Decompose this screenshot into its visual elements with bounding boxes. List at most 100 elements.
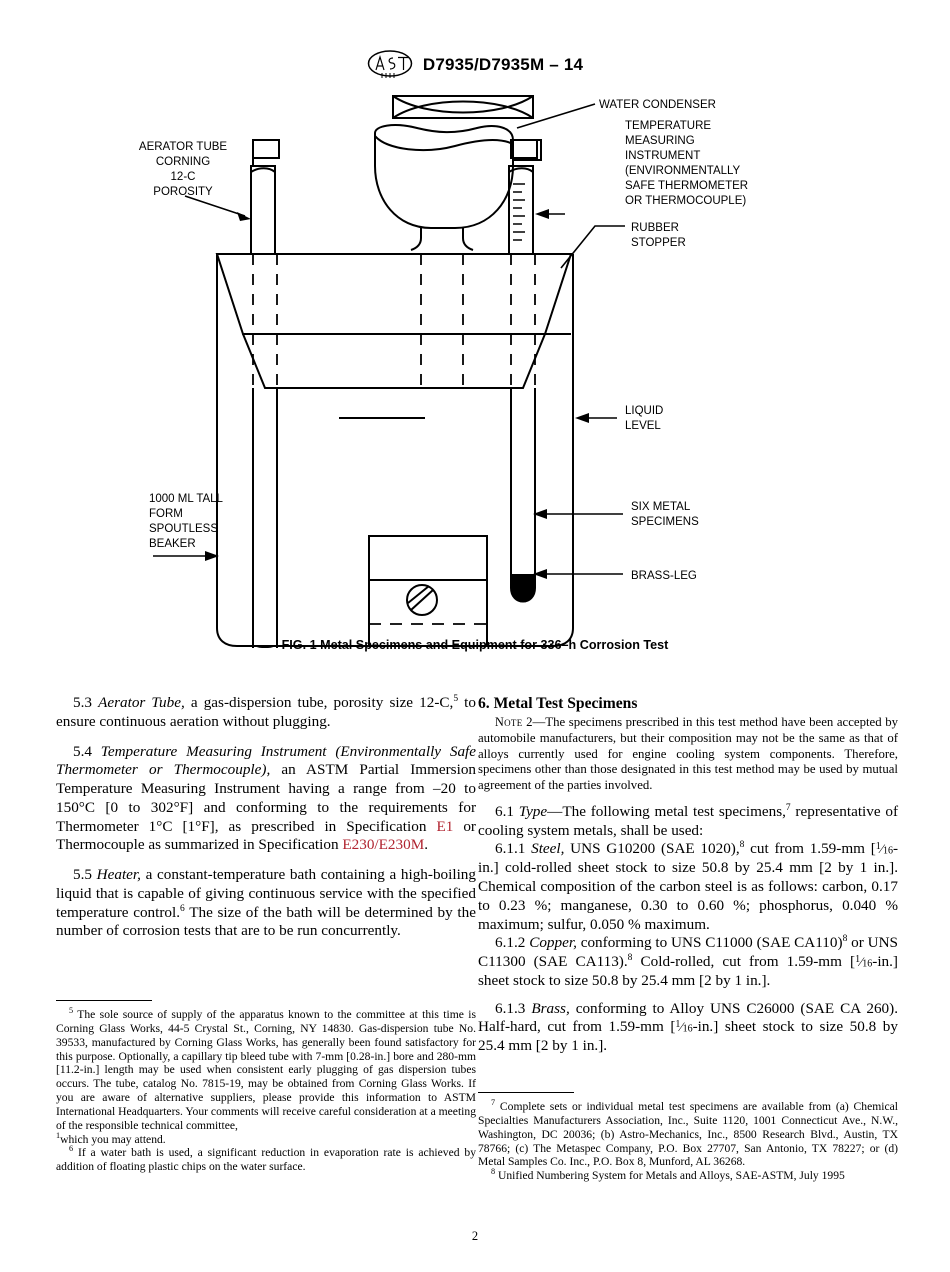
section-6-1-1: 6.1.1 Steel, UNS G10200 (SAE 1020),8 cut… (478, 840, 898, 934)
standard-designation: D7935/D7935M – 14 (422, 55, 584, 74)
page-number: 2 (471, 1229, 479, 1243)
figure-caption: FIG. 1 Metal Specimens and Equipment for… (281, 638, 669, 652)
footnote-ref-6[interactable]: 6 (180, 903, 185, 914)
footnote-rule (56, 1000, 152, 1001)
apparatus-diagram: AERATOR TUBE CORNING 12-C POROSITY WATER… (139, 95, 748, 648)
footnote-7-marker: 7 (491, 1098, 496, 1108)
label-thermometer-line6: OR THERMOCOUPLE) (625, 195, 746, 207)
note-number: 2— (522, 715, 546, 730)
section-6-1-2-body-d: -in.] sheet stock to size 50.8 by 25.4 m… (478, 953, 898, 989)
link-spec-e1[interactable]: E1 (436, 817, 454, 835)
footnote-5-stray-marker: 1 (56, 1130, 61, 1140)
label-thermometer-line2: MEASURING (625, 135, 695, 147)
section-5-3-number: 5.3 (73, 694, 92, 711)
section-5-5-body-a: a constant-temperature bath containing a… (56, 866, 476, 921)
right-text-column: 6. Metal Test Specimens Note 2—The speci… (478, 694, 898, 1056)
note-2: Note 2—The specimens prescribed in this … (478, 715, 898, 794)
label-liquid-level-line2: LEVEL (625, 420, 661, 432)
footnote-8-marker: 8 (491, 1167, 496, 1177)
section-6-1-2: 6.1.2 Copper, conforming to UNS C11000 (… (478, 934, 898, 990)
fraction-one-sixteenth-c: 1⁄16 (675, 1019, 693, 1035)
section-5-4-body-b: or Thermocouple as summarized in Specifi… (56, 817, 476, 854)
footnote-6: 6 If a water bath is used, a significant… (56, 1144, 476, 1174)
footnote-7-text: Complete sets or individual metal test s… (478, 1100, 898, 1169)
footnote-5-tail-text: which you may attend. (60, 1132, 166, 1146)
section-6-heading: 6. Metal Test Specimens (478, 695, 638, 712)
label-rubber-stopper-line1: RUBBER (631, 222, 679, 234)
label-thermometer-line4: (ENVIRONMENTALLY (625, 165, 741, 177)
label-specimens-line2: SPECIMENS (631, 516, 699, 528)
section-5-5-body-b: The size of the bath will be determined … (56, 903, 476, 940)
section-6-1-3-body-b: -in.] sheet stock to size 50.8 by 25.4 m… (478, 1018, 898, 1055)
footnote-rule-right (478, 1092, 574, 1093)
section-6-1-number: 6.1 (495, 802, 514, 820)
section-6-1: 6.1 Type—The following metal test specim… (478, 803, 898, 841)
footnote-ref-5[interactable]: 5 (453, 693, 459, 704)
section-5-4-body-c: . (424, 836, 429, 854)
section-6-1-body-a: —The following metal test specimens, (547, 802, 786, 820)
section-5-4-body-a: an ASTM Partial Immersion Temperature Me… (56, 761, 477, 835)
section-6-1-1-body-c: -in.] cold-rolled sheet stock to size 50… (478, 840, 898, 933)
section-6-1-3-title: Brass, (531, 999, 570, 1017)
label-liquid-level-line1: LIQUID (625, 405, 663, 417)
section-5-5: 5.5 Heater, a constant-temperature bath … (56, 866, 476, 941)
section-5-3-title: Aerator Tube, (98, 694, 185, 711)
section-6-1-2-body-b: or UNS C11300 (SAE CA113). (478, 934, 898, 971)
label-aerator-line4: POROSITY (153, 186, 213, 198)
label-specimens-line1: SIX METAL (631, 501, 691, 513)
footnote-6-text: If a water bath is used, a significant r… (56, 1146, 476, 1174)
footnote-5-tail: 1which you may attend. (56, 1130, 476, 1147)
section-5-3: 5.3 Aerator Tube, a gas-dispersion tube,… (56, 694, 476, 732)
section-6-1-3-body-a: conforming to Alloy UNS C26000 (SAE CA 2… (478, 999, 898, 1036)
section-6-1-1-number: 6.1.1 (495, 840, 526, 858)
section-5-5-number: 5.5 (73, 866, 92, 884)
section-5-5-title: Heater, (96, 866, 141, 884)
footnote-7: 7 Complete sets or individual metal test… (478, 1098, 898, 1169)
footnote-5: 5 The sole source of supply of the appar… (56, 1006, 476, 1133)
footnote-8: 8 Unified Numbering System for Metals an… (478, 1167, 898, 1183)
page-header: D7935/D7935M – 14 (0, 50, 950, 80)
section-6-1-title: Type (518, 802, 548, 820)
footnote-8-text: Unified Numbering System for Metals and … (495, 1169, 845, 1183)
right-footnote-block: 7 Complete sets or individual metal test… (478, 1092, 898, 1183)
label-thermometer-line1: TEMPERATURE (625, 120, 711, 132)
section-6-1-1-body-a: UNS G10200 (SAE 1020), (564, 840, 740, 858)
footnote-5-marker: 5 (69, 1006, 74, 1016)
fraction-one-sixteenth-b: 1⁄16 (855, 953, 873, 970)
left-footnote-block: 5 The sole source of supply of the appar… (56, 1000, 476, 1174)
section-6-1-1-title: Steel, (531, 840, 565, 858)
section-6-1-1-body-b: cut from 1.59-mm [ (744, 840, 876, 858)
label-beaker-line1: 1000 ML TALL (149, 493, 224, 505)
label-thermometer-line3: INSTRUMENT (625, 150, 700, 162)
label-thermometer-line5: SAFE THERMOMETER (625, 180, 748, 192)
section-5-3-body-a: a gas-dispersion tube, porosity size 12-… (184, 694, 454, 711)
footnote-6-marker: 6 (69, 1144, 74, 1154)
fraction-one-sixteenth-a: 1⁄16 (875, 841, 893, 857)
label-rubber-stopper-line2: STOPPER (631, 237, 686, 249)
label-water-condenser: WATER CONDENSER (599, 99, 716, 111)
label-beaker-line4: BEAKER (149, 538, 196, 550)
note-label: Note (495, 715, 523, 730)
section-6-1-3-number: 6.1.3 (495, 999, 526, 1017)
label-beaker-line3: SPOUTLESS (149, 523, 218, 535)
section-6-1-2-body-c: Cold-rolled, cut from 1.59-mm [ (632, 953, 856, 971)
section-5-3-body-b: to ensure continuous aeration without pl… (56, 694, 476, 730)
section-6-1-body-b: representative of cooling system metals,… (478, 802, 899, 839)
section-6-1-2-body-a: conforming to UNS C11000 (SAE CA110) (576, 934, 843, 952)
astm-logo-icon (367, 50, 413, 78)
left-text-column: 5.3 Aerator Tube, a gas-dispersion tube,… (56, 694, 476, 941)
apparatus-figure: AERATOR TUBE CORNING 12-C POROSITY WATER… (0, 88, 950, 658)
footnote-ref-8a[interactable]: 8 (739, 840, 745, 851)
section-5-4-number: 5.4 (73, 742, 92, 760)
section-5-4: 5.4 Temperature Measuring Instrument (En… (56, 743, 476, 856)
section-6-1-2-title: Copper, (529, 934, 577, 952)
label-aerator-line2: CORNING (156, 156, 210, 168)
label-aerator-line3: 12-C (171, 171, 196, 183)
section-6-1-2-number: 6.1.2 (495, 934, 526, 952)
footnote-ref-7[interactable]: 7 (785, 802, 791, 813)
footnote-ref-8b[interactable]: 8 (842, 934, 848, 945)
link-spec-e230[interactable]: E230/E230M (342, 836, 425, 854)
footnote-ref-8c[interactable]: 8 (627, 952, 633, 963)
label-beaker-line2: FORM (149, 508, 183, 520)
